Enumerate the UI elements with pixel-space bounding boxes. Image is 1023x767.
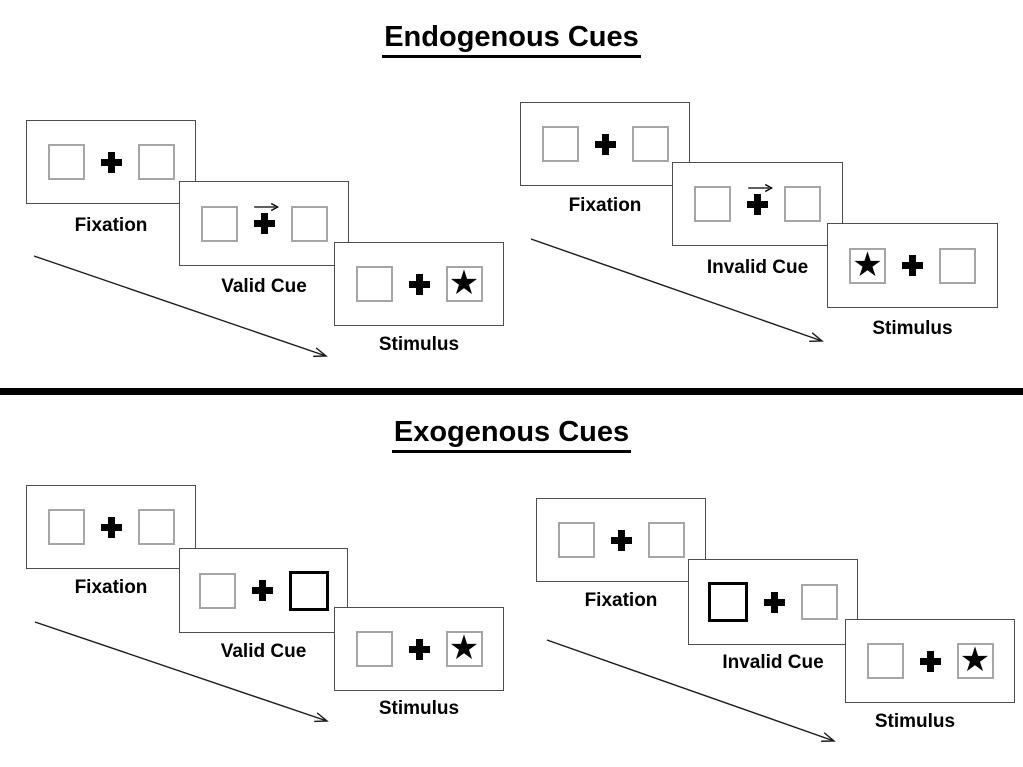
right-target-box: [647, 522, 685, 558]
fixation-panel: [520, 102, 690, 186]
time-arrow-endogenous-valid: [33, 255, 328, 358]
left-target-box: [866, 643, 904, 679]
section-title-exogenous: Exogenous Cues: [0, 416, 1023, 453]
time-arrow-exogenous-invalid: [546, 639, 836, 742]
section-title-endogenous: Endogenous Cues: [0, 21, 1023, 58]
right-target-box: [290, 205, 328, 242]
left-target-box-cued: [708, 582, 748, 622]
right-target-box: [137, 509, 175, 545]
right-target-box: [137, 144, 175, 180]
panel-label: Stimulus: [872, 318, 953, 339]
fixation-cross-icon: [902, 255, 923, 276]
cue-panel: [688, 559, 858, 645]
right-target-box: ★: [445, 263, 483, 303]
fixation-cross-icon: [594, 133, 616, 155]
plus-icon: [100, 151, 122, 173]
stimulus-panel: ★: [845, 619, 1015, 703]
cue-panel: [179, 548, 348, 633]
plus-icon: [747, 193, 768, 215]
panel-label: Stimulus: [378, 698, 460, 719]
fixation-cross-icon: [251, 580, 273, 601]
panel-label: Invalid Cue: [722, 652, 824, 673]
star-stimulus-icon: ★: [448, 263, 480, 303]
fixation-cross-icon: [610, 529, 632, 551]
time-arrow-exogenous-valid: [34, 621, 329, 723]
right-target-box: [801, 584, 838, 620]
panel-label: Invalid Cue: [706, 257, 809, 278]
plus-icon: [594, 133, 616, 155]
plus-icon: [610, 529, 632, 551]
fixation-panel: [536, 498, 706, 582]
fixation-cross-icon: [408, 273, 430, 295]
left-target-box: [541, 126, 579, 162]
fixation-cross-icon: [747, 183, 773, 215]
panel-label: Stimulus: [874, 711, 956, 732]
section-title-text: Endogenous Cues: [382, 21, 641, 58]
left-target-box: ★: [849, 244, 886, 285]
right-target-box: [939, 247, 976, 284]
fixation-cross-icon: [764, 591, 785, 613]
plus-icon: [919, 650, 941, 672]
star-stimulus-icon: ★: [852, 244, 883, 285]
plus-icon: [408, 638, 430, 660]
stimulus-panel: ★: [334, 242, 504, 326]
panel-label: Fixation: [74, 577, 148, 598]
plus-icon: [251, 580, 273, 601]
panel-label: Stimulus: [378, 334, 460, 355]
right-target-box: ★: [956, 640, 994, 680]
stimulus-panel: ★: [334, 607, 504, 691]
panel-label: Valid Cue: [221, 276, 307, 297]
left-target-box: [47, 509, 85, 545]
cue-panel: [672, 162, 843, 246]
section-title-text: Exogenous Cues: [391, 416, 632, 453]
fixation-panel: [26, 120, 196, 204]
panel-label: Fixation: [568, 195, 642, 216]
left-target-box: [355, 631, 393, 667]
plus-icon: [100, 516, 122, 538]
panel-label: Fixation: [74, 215, 148, 236]
right-target-box: [784, 186, 821, 222]
fixation-cross-icon: [100, 151, 122, 173]
fixation-cross-icon: [100, 516, 122, 538]
plus-icon: [902, 255, 923, 276]
cue-arrow-right-icon: [254, 202, 280, 212]
cue-arrow-right-icon: [747, 183, 773, 192]
time-arrow-endogenous-invalid: [530, 238, 824, 342]
right-target-box: ★: [445, 628, 483, 668]
fixation-cross-icon: [408, 638, 430, 660]
plus-icon: [408, 273, 430, 295]
panel-label: Fixation: [584, 590, 658, 611]
right-target-box: [631, 126, 669, 162]
left-target-box: [694, 186, 731, 222]
left-target-box: [557, 522, 595, 558]
plus-icon: [253, 213, 275, 234]
star-stimulus-icon: ★: [448, 628, 480, 668]
left-target-box: [198, 572, 236, 609]
fixation-cross-icon: [919, 650, 941, 672]
stimulus-panel: ★: [827, 223, 998, 308]
section-divider: [0, 388, 1023, 395]
plus-icon: [764, 591, 785, 613]
left-target-box: [200, 205, 238, 242]
fixation-panel: [26, 485, 196, 569]
left-target-box: [47, 144, 85, 180]
right-target-box-cued: [288, 570, 329, 611]
panel-label: Valid Cue: [220, 641, 307, 662]
star-stimulus-icon: ★: [959, 640, 991, 680]
left-target-box: [355, 266, 393, 302]
fixation-cross-icon: [253, 202, 280, 234]
cue-panel: [179, 181, 349, 266]
